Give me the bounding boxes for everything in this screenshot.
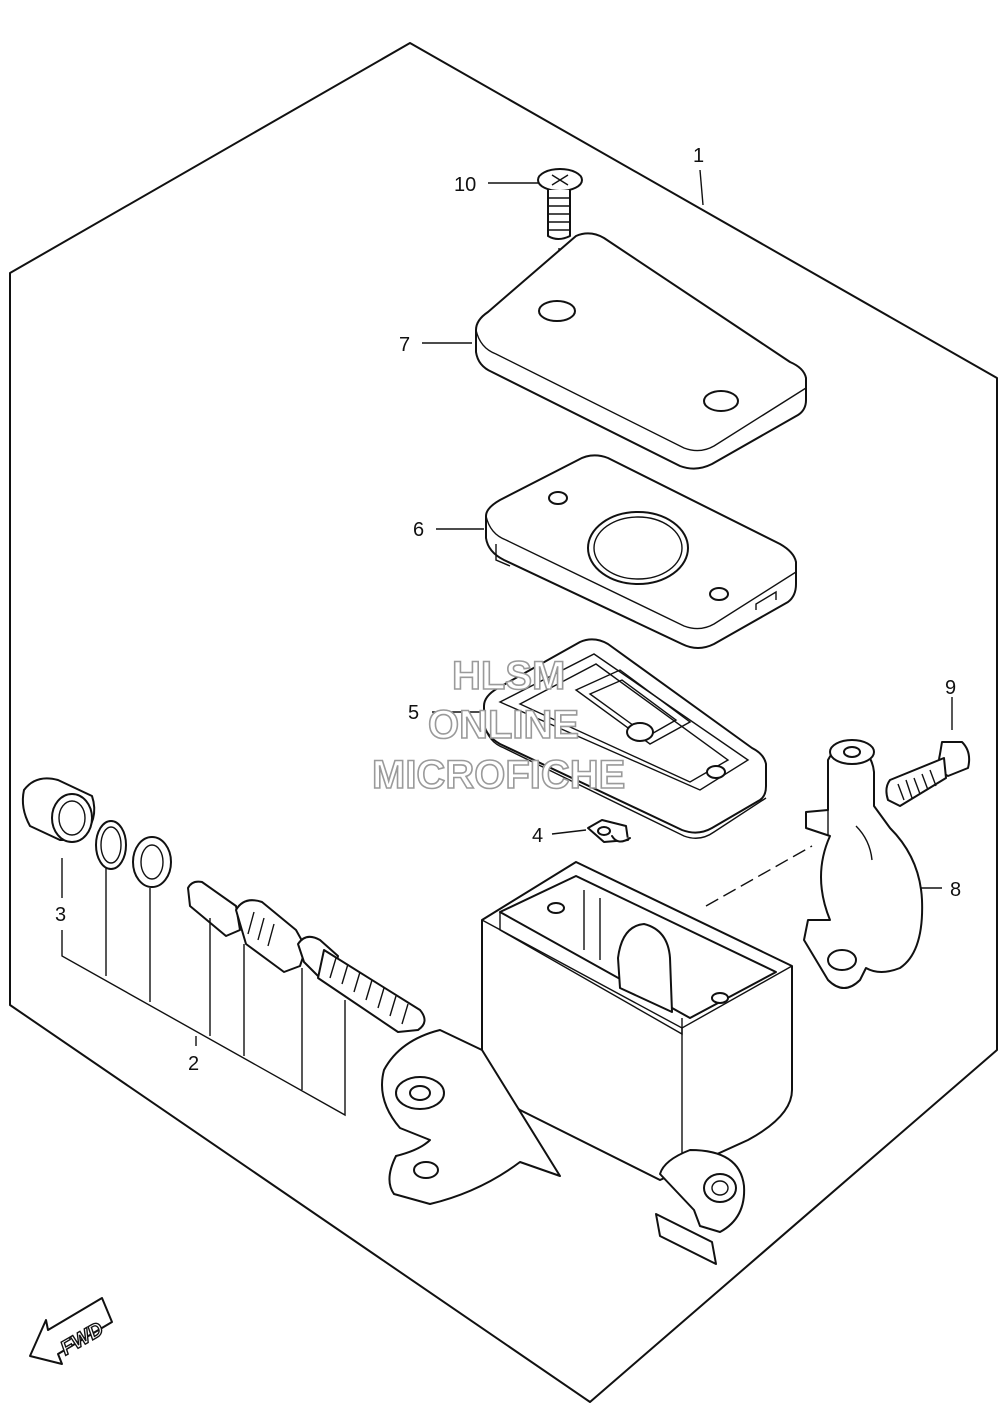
assembly-outline xyxy=(9,42,998,1403)
part-3-boot-and-rings xyxy=(21,777,172,888)
leader-1 xyxy=(699,169,704,206)
callout-2: 2 xyxy=(188,1053,199,1075)
master-cylinder-body xyxy=(381,861,793,1265)
part-6-diaphragm xyxy=(436,454,797,649)
leader-2-3 xyxy=(61,858,346,1117)
alignment-line xyxy=(705,845,813,907)
part-10-screw xyxy=(488,168,583,300)
part-5-plate xyxy=(432,638,767,839)
callout-8: 8 xyxy=(950,879,961,901)
part-7-cap xyxy=(422,232,807,470)
part-4-clip xyxy=(551,819,631,843)
callout-4: 4 xyxy=(532,825,543,847)
watermark-line1: HLSM xyxy=(452,654,565,698)
callout-6: 6 xyxy=(413,519,424,541)
callout-3: 3 xyxy=(55,904,66,926)
watermark-line2: ONLINE xyxy=(428,703,579,747)
callout-1: 1 xyxy=(693,145,704,167)
callout-9: 9 xyxy=(945,677,956,699)
part-8-holder xyxy=(803,739,942,989)
callout-10: 10 xyxy=(454,174,476,196)
callout-7: 7 xyxy=(399,334,410,356)
callout-5: 5 xyxy=(408,702,419,724)
part-9-bolt xyxy=(885,697,971,807)
fwd-arrow-icon: FWD xyxy=(29,1297,113,1365)
part-2-piston xyxy=(187,880,426,1033)
watermark-line3: MICROFICHE xyxy=(372,753,625,797)
